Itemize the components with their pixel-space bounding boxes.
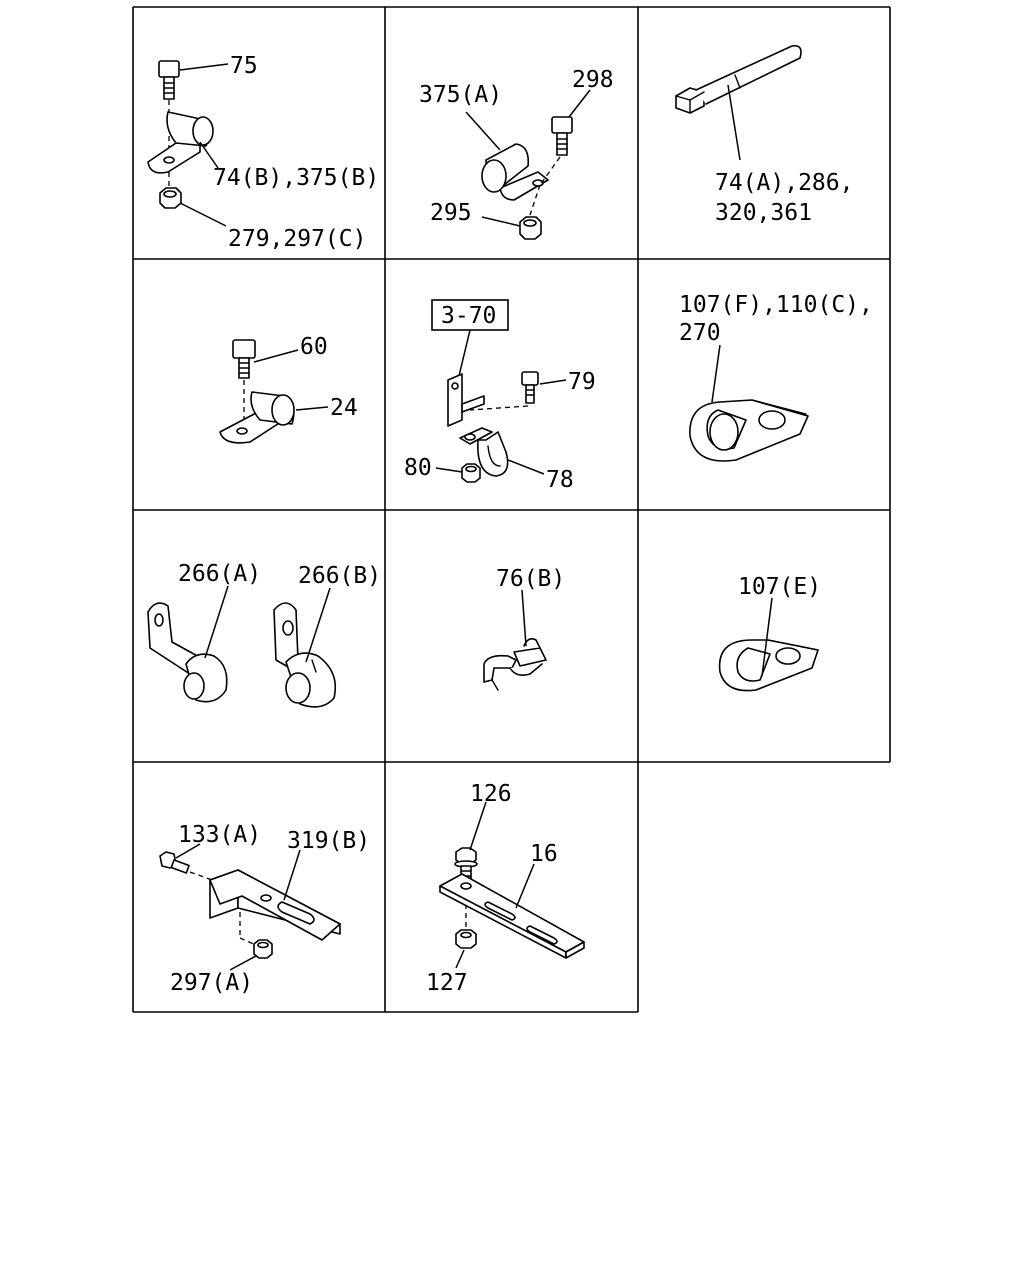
callout-74b-375b: 74(B),375(B)	[213, 165, 379, 191]
callout-107f-110c: 107(F),110(C),	[679, 292, 873, 318]
callout-127: 127	[426, 970, 468, 996]
reference-3-70: 3-70	[441, 303, 496, 329]
nut-icon	[461, 463, 481, 483]
callout-79: 79	[568, 369, 596, 395]
callout-266a: 266(A)	[178, 561, 261, 587]
callout-126: 126	[470, 781, 512, 807]
cell-clip-24: 60 24	[219, 334, 358, 444]
callout-76b: 76(B)	[496, 566, 565, 592]
callout-133a: 133(A)	[178, 822, 261, 848]
callout-295: 295	[430, 200, 472, 226]
cell-clamp-78: 3-70 79 80 78	[404, 299, 596, 493]
bolt-icon	[521, 371, 539, 404]
nut-icon	[253, 939, 273, 959]
cell-bracket-319b: 133(A) 319(B) 297(A)	[159, 822, 370, 996]
callout-297a: 297(A)	[170, 970, 253, 996]
callout-266b: 266(B)	[298, 563, 381, 589]
cell-cable-tie: 74(A),286, 320,361	[675, 44, 853, 226]
cell-clip-76b: 76(B)	[483, 566, 565, 691]
bracket-266a-icon	[147, 602, 228, 703]
callout-24: 24	[330, 395, 358, 421]
slotted-bracket-icon	[209, 869, 341, 941]
pipe-clip-icon	[147, 111, 214, 174]
callout-279-297c: 279,297(C)	[228, 226, 366, 252]
diagram-grid	[132, 6, 891, 1013]
callout-74a-286: 74(A),286,	[715, 170, 853, 196]
callout-78: 78	[546, 467, 574, 493]
callout-320-361: 320,361	[715, 200, 812, 226]
callout-375a: 375(A)	[419, 82, 502, 108]
callout-270: 270	[679, 320, 721, 346]
cell-p-clip-107f: 107(F),110(C), 270	[679, 292, 873, 462]
clamp-icon	[459, 427, 509, 477]
spring-clip-icon	[483, 638, 547, 691]
cell-brackets-266: 266(A) 266(B)	[147, 561, 381, 708]
callout-107e: 107(E)	[738, 574, 821, 600]
flange-bolt-icon	[454, 847, 478, 885]
pipe-clip-icon	[219, 391, 295, 444]
cell-p-clip-107e: 107(E)	[718, 574, 821, 692]
bracket-266b-icon	[273, 602, 337, 708]
callout-298: 298	[572, 67, 614, 93]
cell-clip-375a: 375(A) 298 295	[419, 67, 614, 240]
slotted-stay-icon	[439, 873, 585, 959]
cell-clip-74b-375b: 75 74(B),375(B) 279,297(C)	[147, 53, 379, 252]
cell-stay-16: 126 16 127	[426, 781, 585, 996]
callout-80: 80	[404, 455, 432, 481]
nut-icon	[159, 187, 182, 209]
bolt-icon	[158, 60, 180, 100]
callout-75: 75	[230, 53, 258, 79]
callout-16: 16	[530, 841, 558, 867]
bracket-icon	[447, 373, 485, 427]
bolt-icon	[551, 116, 573, 156]
bolt-icon	[232, 339, 256, 379]
pipe-clip-icon	[481, 143, 549, 201]
p-clip-icon	[689, 399, 809, 462]
callout-319b: 319(B)	[287, 828, 370, 854]
flange-nut-icon	[455, 929, 477, 949]
nut-icon	[519, 216, 542, 240]
callout-60: 60	[300, 334, 328, 360]
p-clip-icon	[718, 639, 819, 692]
cable-tie-icon	[675, 44, 802, 114]
bolt-icon	[159, 851, 190, 874]
reference-box	[431, 299, 509, 331]
